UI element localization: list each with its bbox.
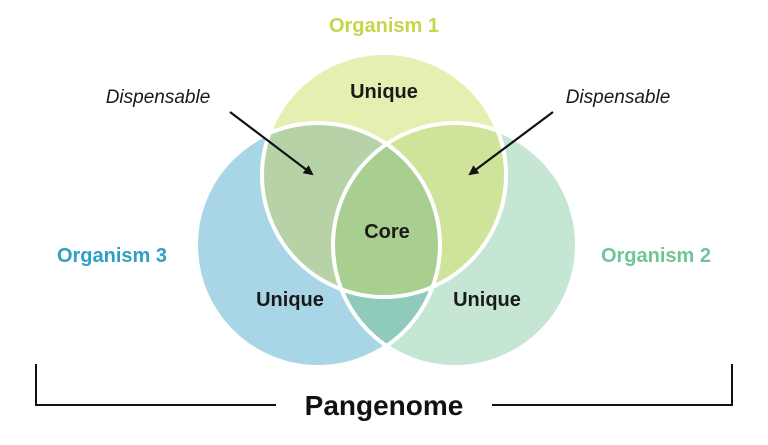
organism-1-label: Organism 1 <box>329 15 439 37</box>
pangenome-label: Pangenome <box>305 390 464 421</box>
organism-3-outline <box>194 121 442 369</box>
dispensable-right-arrow <box>468 111 554 176</box>
pangenome-bracket-left <box>35 364 276 406</box>
organism-2-label: Organism 2 <box>601 245 711 267</box>
core-label: Core <box>364 221 410 243</box>
unique-left-label: Unique <box>256 289 324 311</box>
core-region <box>333 123 440 297</box>
dispensable-left-label: Dispensable <box>106 87 211 108</box>
organism-1-outline <box>260 51 508 299</box>
organism-3-label: Organism 3 <box>57 245 167 267</box>
dispensable-right-label: Dispensable <box>566 87 671 108</box>
unique-top-label: Unique <box>350 81 418 103</box>
organism-2-outline <box>331 121 579 369</box>
dispensable-left-arrow <box>229 111 314 176</box>
pangenome-bracket-right <box>492 364 733 406</box>
unique-right-label: Unique <box>453 289 521 311</box>
